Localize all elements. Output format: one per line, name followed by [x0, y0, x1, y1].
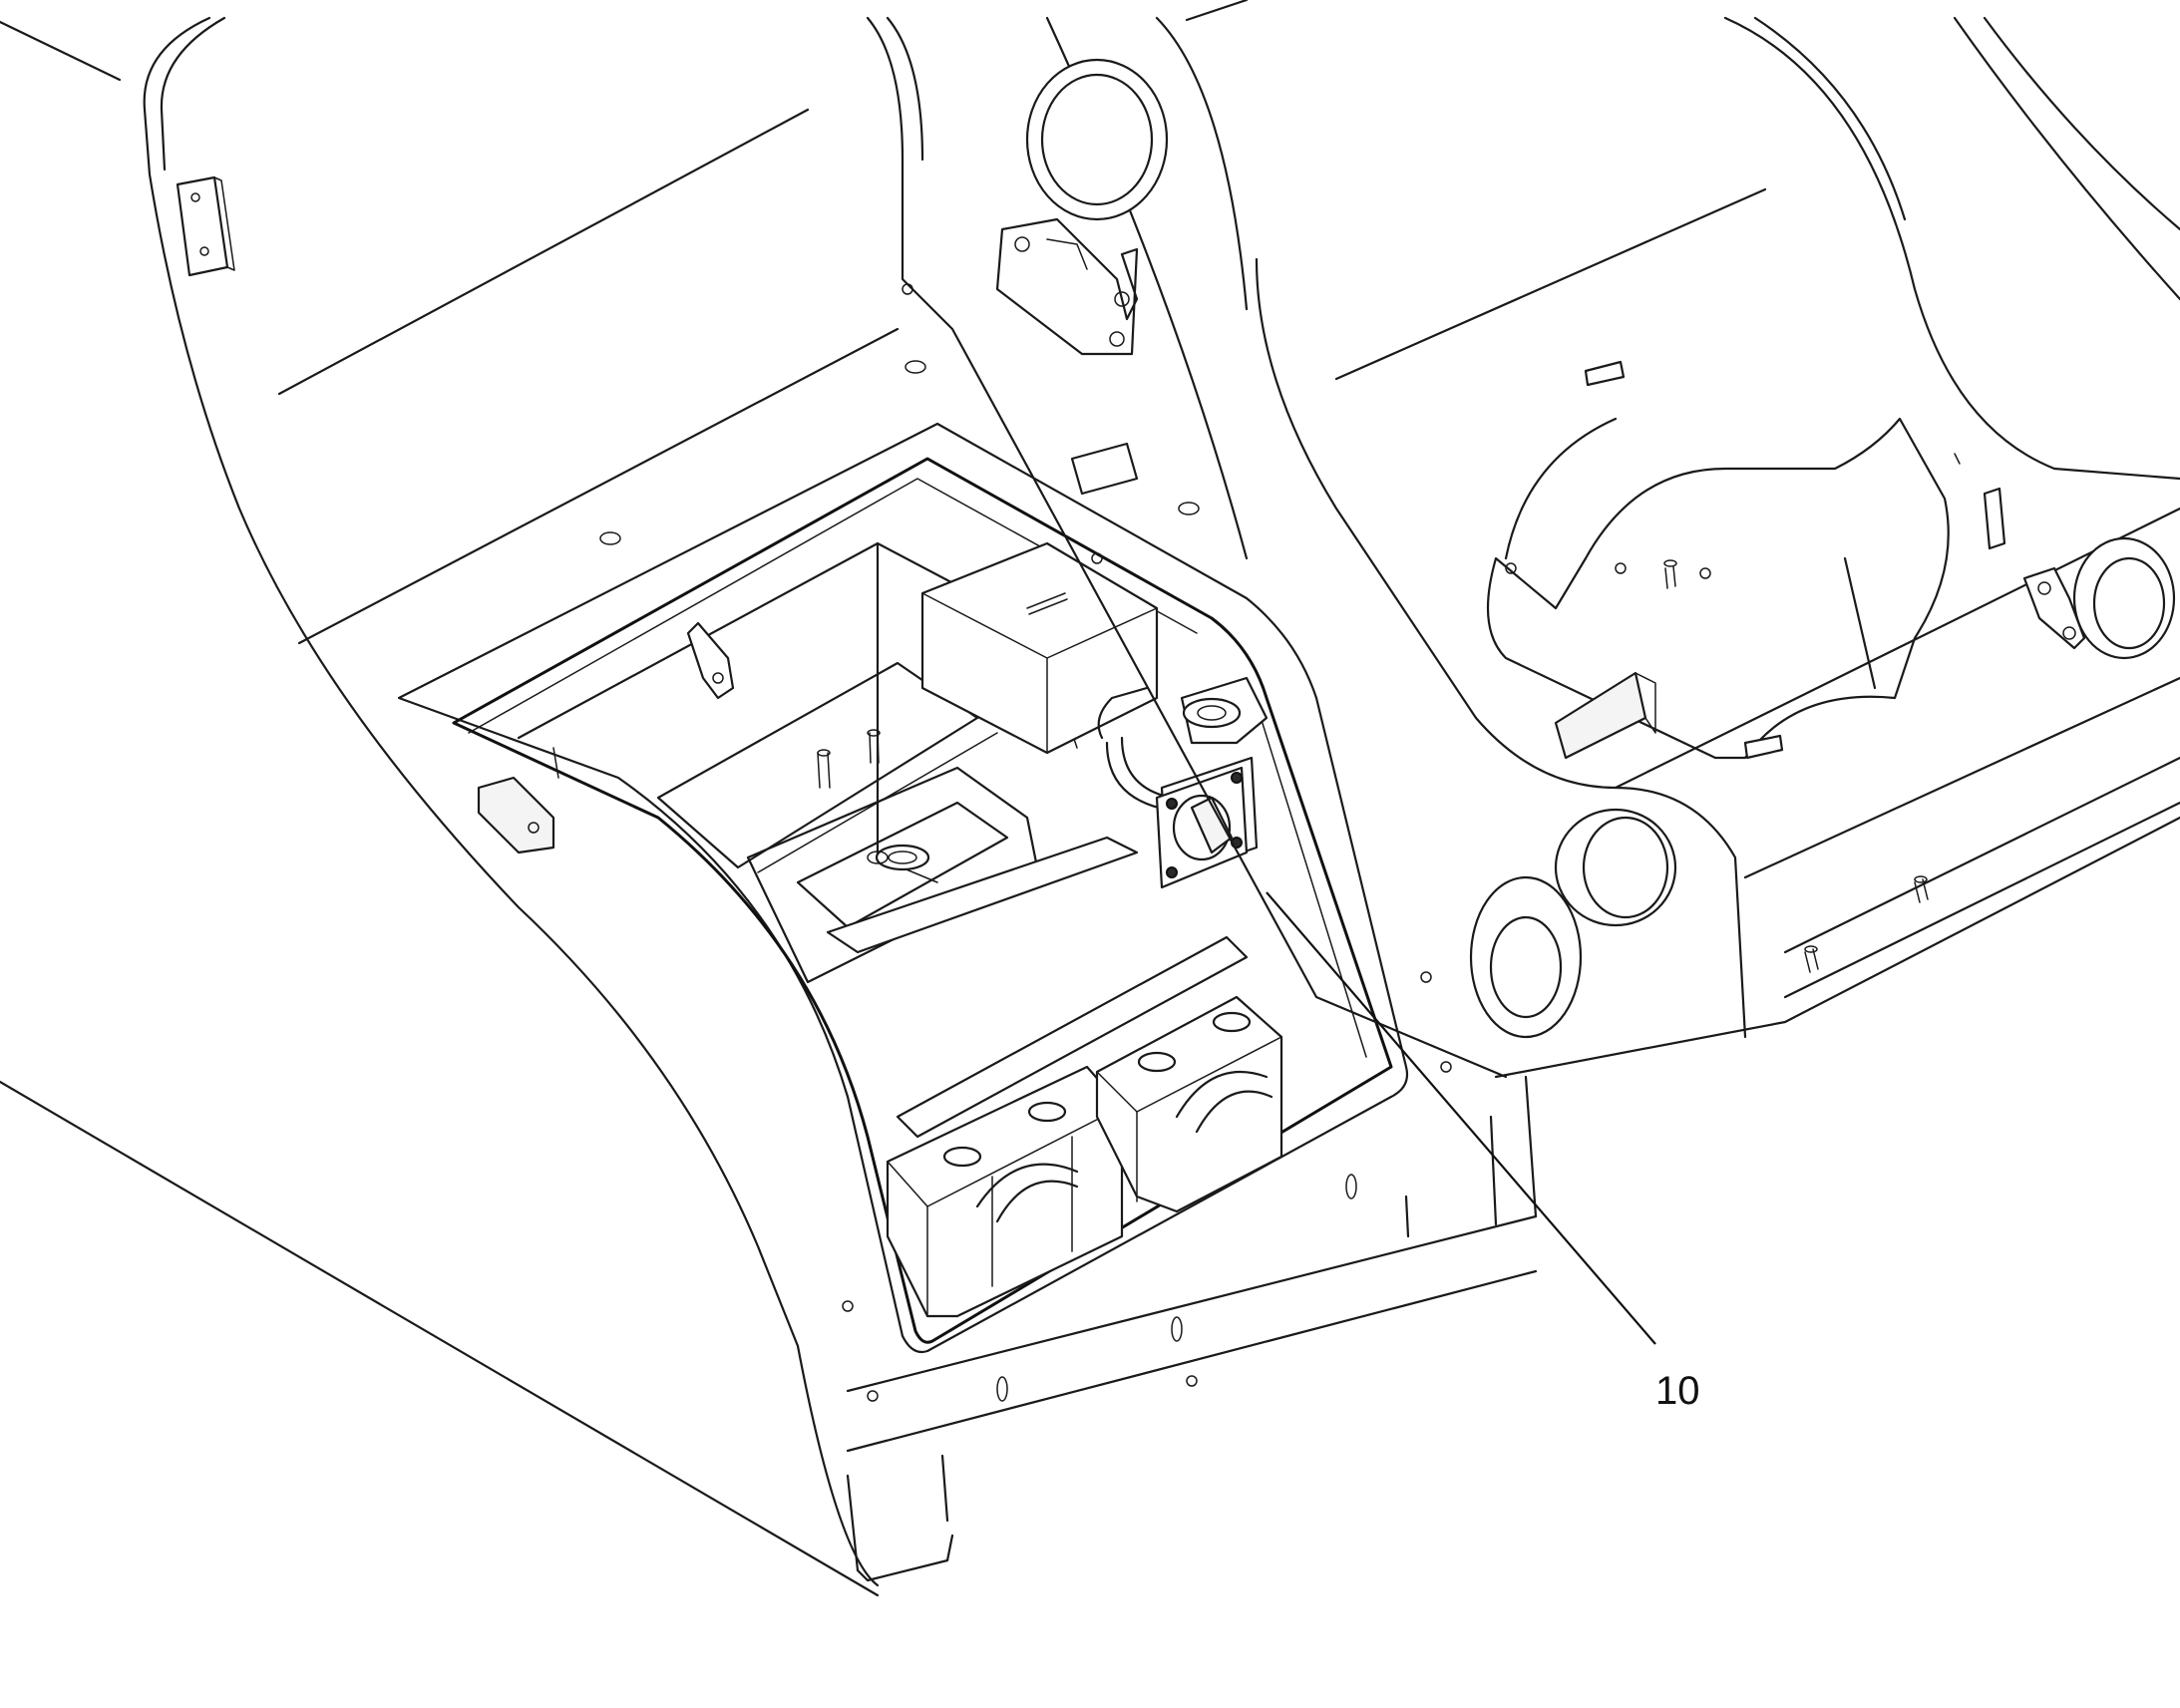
battery-right [1095, 995, 1283, 1213]
batteries [886, 995, 1283, 1318]
relay-cover-box [920, 541, 1159, 755]
chassis-frame [866, 0, 2180, 1079]
left-body-panel [0, 16, 900, 1597]
right-lower-rails [1783, 756, 2180, 999]
pivot-bosses [995, 58, 2176, 1039]
battery-left [886, 1065, 1124, 1318]
callout-label-10: 10 [1655, 1369, 1700, 1413]
callout-leader-line [1266, 891, 1656, 1345]
callout-10: 10 [1266, 891, 1700, 1413]
mounting-holes [599, 283, 1432, 983]
mount-bolts [817, 729, 1078, 789]
front-bottom-section [842, 1061, 1538, 1582]
